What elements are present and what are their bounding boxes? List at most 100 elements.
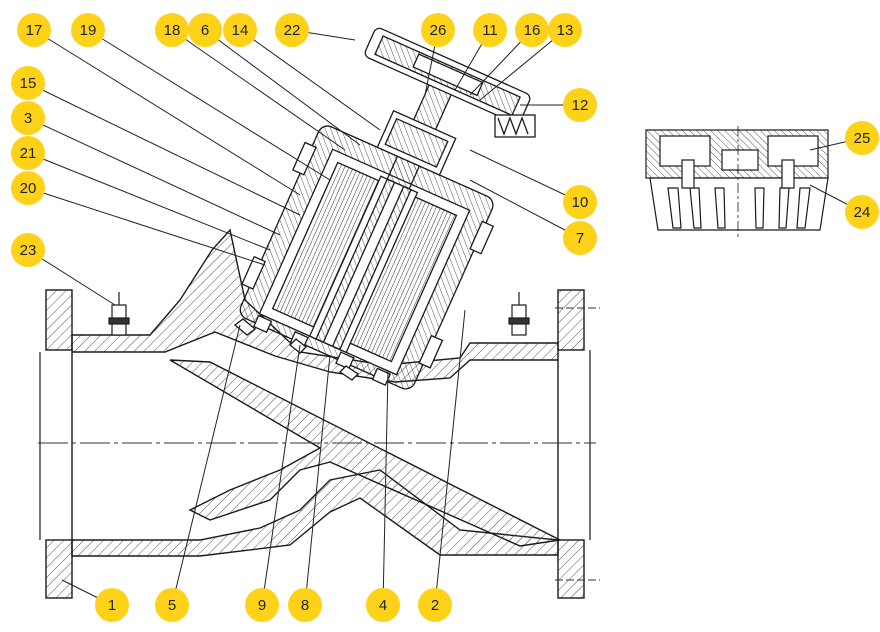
callout-circle	[155, 588, 189, 622]
callout-label: 13	[557, 22, 574, 39]
callout-18: 18	[155, 13, 189, 47]
leader-line-14	[239, 29, 381, 131]
callout-label: 17	[26, 22, 43, 39]
callout-label: 2	[431, 597, 439, 614]
bonnet-assembly	[233, 27, 536, 390]
callout-26: 26	[421, 13, 455, 47]
callout-label: 19	[80, 22, 97, 39]
callout-circle	[418, 588, 452, 622]
callout-label: 6	[201, 22, 209, 39]
callout-circle	[275, 13, 309, 47]
callout-label: 21	[20, 145, 37, 162]
callout-13: 13	[548, 13, 582, 47]
spring-detail	[494, 114, 536, 138]
callout-circle	[223, 13, 257, 47]
callout-21: 21	[11, 136, 45, 170]
detail-view	[645, 126, 829, 238]
leader-line-6	[204, 29, 361, 146]
callout-circle	[11, 101, 45, 135]
leader-line-7	[469, 179, 581, 239]
callout-label: 7	[576, 230, 584, 247]
callout-label: 14	[232, 22, 249, 39]
leader-line-2	[434, 309, 466, 606]
callout-2: 2	[418, 588, 452, 622]
callout-label: 18	[164, 22, 181, 39]
callout-7: 7	[563, 221, 597, 255]
callout-19: 19	[71, 13, 105, 47]
leader-line-21	[27, 152, 271, 251]
callout-label: 24	[854, 204, 871, 221]
callout-label: 15	[20, 75, 37, 92]
callout-label: 9	[258, 597, 266, 614]
callout-14: 14	[223, 13, 257, 47]
callout-8: 8	[288, 588, 322, 622]
leader-line-9	[261, 344, 301, 606]
callout-circle	[11, 171, 45, 205]
leader-line-23	[27, 249, 116, 306]
callout-circle	[563, 185, 597, 219]
leader-line-17	[33, 29, 301, 196]
callout-17: 17	[17, 13, 51, 47]
callout-circle	[11, 136, 45, 170]
callout-1: 1	[95, 588, 129, 622]
leader-line-5	[171, 324, 241, 606]
callout-20: 20	[11, 171, 45, 205]
leader-line-10	[469, 149, 581, 203]
inlet-flange	[45, 289, 73, 351]
callout-16: 16	[515, 13, 549, 47]
callout-23: 23	[11, 233, 45, 267]
callout-circle	[11, 233, 45, 267]
callout-circle	[71, 13, 105, 47]
callout-10: 10	[563, 185, 597, 219]
callout-circle	[845, 121, 879, 155]
callout-circle	[288, 588, 322, 622]
callout-25: 25	[845, 121, 879, 155]
callout-label: 12	[572, 97, 589, 114]
callout-circle	[245, 588, 279, 622]
vent-fittings	[108, 292, 530, 336]
callout-24: 24	[845, 195, 879, 229]
outlet-flange	[557, 289, 585, 351]
leader-line-8	[304, 354, 331, 606]
callout-11: 11	[473, 13, 507, 47]
callout-circle	[17, 13, 51, 47]
callout-22: 22	[275, 13, 309, 47]
callout-label: 23	[20, 242, 37, 259]
callout-circle	[188, 13, 222, 47]
callout-label: 3	[24, 110, 32, 127]
leader-line-13	[479, 29, 566, 101]
leader-line-15	[27, 82, 301, 216]
callout-circle	[548, 13, 582, 47]
callout-label: 5	[168, 597, 176, 614]
callout-circle	[845, 195, 879, 229]
callout-label: 26	[430, 22, 447, 39]
callout-label: 20	[20, 180, 37, 197]
leader-line-20	[27, 187, 266, 266]
callout-label: 8	[301, 597, 309, 614]
callout-label: 4	[379, 597, 387, 614]
callout-label: 1	[108, 597, 116, 614]
callout-label: 11	[482, 22, 498, 39]
callout-9: 9	[245, 588, 279, 622]
leader-line-19	[87, 29, 331, 181]
callout-label: 10	[572, 194, 589, 211]
callout-circle	[563, 88, 597, 122]
callout-label: 16	[524, 22, 541, 39]
callout-12: 12	[563, 88, 597, 122]
callout-circle	[515, 13, 549, 47]
callout-label: 25	[854, 130, 871, 147]
callout-5: 5	[155, 588, 189, 622]
callout-label: 22	[284, 22, 301, 39]
callout-circle	[563, 221, 597, 255]
leader-lines	[27, 29, 863, 606]
callout-circle	[421, 13, 455, 47]
callout-6: 6	[188, 13, 222, 47]
valve-body	[39, 228, 591, 599]
callout-3: 3	[11, 101, 45, 135]
callout-circle	[473, 13, 507, 47]
callout-circle	[11, 66, 45, 100]
callout-circle	[95, 588, 129, 622]
leader-line-4	[382, 369, 389, 606]
